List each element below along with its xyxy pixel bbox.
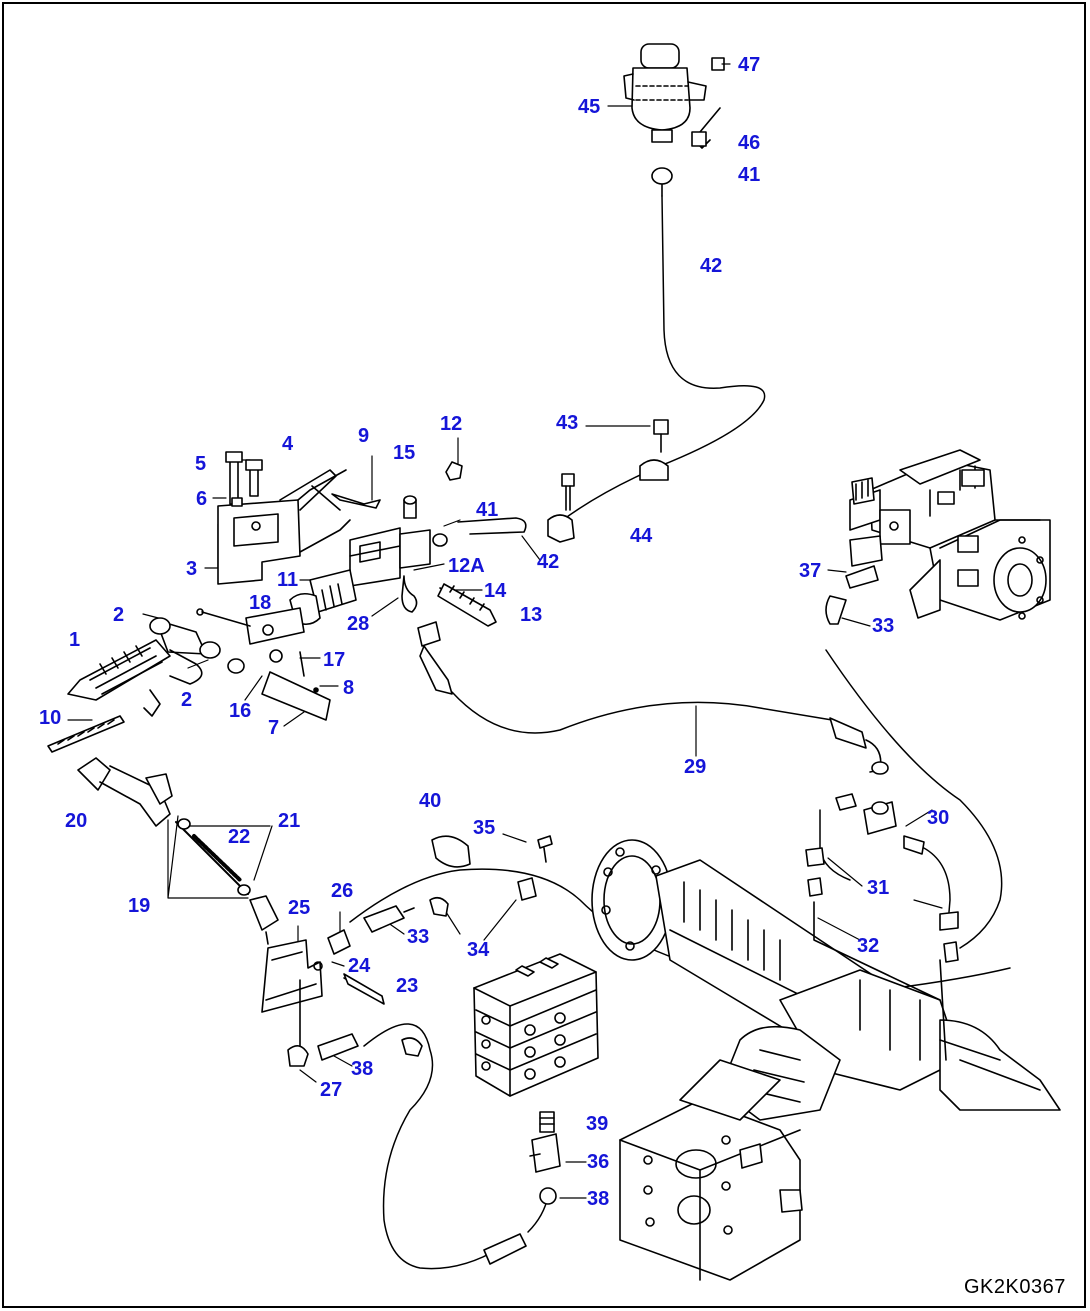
part-label-16: 16 xyxy=(229,700,252,722)
part-label-40: 40 xyxy=(419,790,442,812)
part-label-31: 31 xyxy=(867,877,890,899)
hose-fittings xyxy=(805,717,959,1061)
part-label-12: 12 xyxy=(440,413,463,435)
part-label-35: 35 xyxy=(473,817,496,839)
part-label-25: 25 xyxy=(288,897,311,919)
axle xyxy=(591,839,1061,1121)
part-label-42: 42 xyxy=(700,255,723,277)
drawing-code: GK2K0367 xyxy=(964,1276,1066,1298)
hoses xyxy=(349,195,1011,1270)
part-label-11: 11 xyxy=(277,569,299,591)
part-label-7: 7 xyxy=(268,717,280,739)
part-label-22: 22 xyxy=(228,826,251,848)
control-valve xyxy=(473,953,599,1097)
hose-ends xyxy=(417,621,453,695)
part-label-46: 46 xyxy=(738,132,761,154)
part-label-38: 38 xyxy=(351,1058,374,1080)
transmission xyxy=(619,1059,803,1281)
part-label-42: 42 xyxy=(537,551,560,573)
part-label-12a: 12A xyxy=(448,555,485,577)
part-label-37: 37 xyxy=(799,560,822,582)
clips xyxy=(401,835,553,1057)
part-label-8: 8 xyxy=(343,677,355,699)
part-label-24: 24 xyxy=(348,955,371,977)
part-label-20: 20 xyxy=(65,810,88,832)
part-label-13: 13 xyxy=(520,604,543,626)
part-label-33: 33 xyxy=(872,615,895,637)
part-label-17: 17 xyxy=(323,649,346,671)
part-label-36: 36 xyxy=(587,1151,610,1173)
reservoir-tank xyxy=(623,43,725,197)
part-label-32: 32 xyxy=(857,935,880,957)
part-label-47: 47 xyxy=(738,54,761,76)
part-label-43: 43 xyxy=(556,412,579,434)
part-label-10: 10 xyxy=(39,707,62,729)
part-label-27: 27 xyxy=(320,1079,343,1101)
part-label-29: 29 xyxy=(684,756,707,778)
part-label-28: 28 xyxy=(347,613,370,635)
part-label-23: 23 xyxy=(396,975,419,997)
part-label-19: 19 xyxy=(128,895,151,917)
part-label-41: 41 xyxy=(738,164,761,186)
part-label-41: 41 xyxy=(476,499,499,521)
part-label-5: 5 xyxy=(195,453,207,475)
part-label-1: 1 xyxy=(69,629,81,651)
lower-bracket xyxy=(261,905,415,1067)
part-label-39: 39 xyxy=(586,1113,609,1135)
part-label-34: 34 xyxy=(467,939,490,961)
part-label-44: 44 xyxy=(630,525,653,547)
part-label-14: 14 xyxy=(484,580,507,602)
part-label-2: 2 xyxy=(113,604,125,626)
part-label-6: 6 xyxy=(196,488,208,510)
part-label-38: 38 xyxy=(587,1188,610,1210)
fittings xyxy=(483,1111,561,1265)
part-label-45: 45 xyxy=(578,96,601,118)
part-label-21: 21 xyxy=(278,810,301,832)
part-label-18: 18 xyxy=(249,592,272,614)
hydraulic-pump xyxy=(825,449,1051,625)
part-label-2: 2 xyxy=(181,689,193,711)
part-label-3: 3 xyxy=(186,558,198,580)
brake-valve-assembly xyxy=(196,451,497,721)
clamps xyxy=(432,419,669,547)
part-label-4: 4 xyxy=(282,433,294,455)
part-label-33: 33 xyxy=(407,926,430,948)
pedal-linkage xyxy=(77,757,279,945)
part-label-30: 30 xyxy=(927,807,950,829)
part-label-9: 9 xyxy=(358,425,370,447)
part-label-26: 26 xyxy=(331,880,354,902)
brake-pedal xyxy=(47,617,245,753)
part-label-15: 15 xyxy=(393,442,416,464)
